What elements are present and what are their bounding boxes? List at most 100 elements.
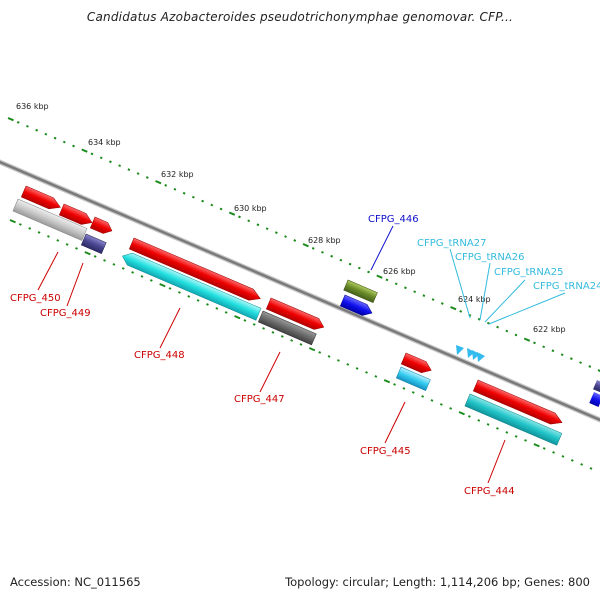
ruler-minor-tick [149, 279, 153, 282]
ruler-major-tick [308, 347, 316, 352]
ruler-tick-labels: 636 kbp 634 kbp 632 kbp 630 kbp 628 kbp … [16, 102, 566, 334]
label-cfpg-444[interactable]: CFPG_444 [464, 486, 515, 497]
gene-blue-arrow[interactable] [339, 294, 374, 319]
gene-sky[interactable] [395, 366, 431, 391]
gene-red-small[interactable] [89, 216, 114, 236]
ruler-minor-tick [37, 231, 41, 234]
ruler-minor-tick [570, 459, 574, 462]
accession-text: Accession: NC_011565 [10, 575, 141, 589]
label-cfpg-trna25[interactable]: CFPG_tRNA25 [494, 267, 563, 278]
ruler-minor-tick [477, 419, 481, 422]
ruler-minor-tick [177, 291, 181, 294]
ruler-minor-tick [109, 160, 112, 164]
ruler-minor-tick [265, 227, 269, 231]
tick-label-634: 634 kbp [88, 138, 121, 147]
ruler-minor-tick [542, 345, 546, 349]
ruler-minor-tick [327, 355, 331, 358]
gene-cfpg-448[interactable] [128, 237, 262, 304]
ruler-minor-tick [551, 349, 555, 353]
tick-label-636: 636 kbp [16, 102, 49, 111]
trna-markers[interactable] [456, 345, 485, 362]
label-cfpg-445[interactable]: CFPG_445 [360, 446, 411, 457]
ruler-minor-tick [18, 223, 22, 226]
ruler-minor-tick [16, 121, 20, 124]
gene-cfpg-450[interactable] [20, 185, 62, 213]
ruler-major-tick [302, 243, 309, 248]
gene-cyan-large[interactable] [120, 250, 262, 321]
gene-cfpg-449[interactable] [58, 203, 94, 228]
label-cfpg-trna26[interactable]: CFPG_tRNA26 [455, 252, 524, 263]
ruler-minor-tick [365, 371, 368, 374]
ruler-minor-tick [35, 128, 39, 132]
gene-edge-blue[interactable] [589, 392, 600, 407]
ruler-minor-tick [112, 263, 116, 266]
gene-grey-light[interactable] [12, 198, 88, 241]
ruler-minor-tick [355, 367, 359, 370]
label-cfpg-446[interactable]: CFPG_446 [368, 214, 419, 225]
gene-features[interactable] [12, 185, 600, 446]
ruler-minor-tick [374, 375, 378, 378]
gene-teal-large[interactable] [464, 393, 563, 446]
ruler-minor-tick [348, 262, 352, 266]
label-leader-lines [37, 225, 566, 484]
ruler-minor-tick [145, 176, 149, 179]
gene-cfpg-444[interactable] [472, 379, 564, 428]
ruler-major-tick [81, 148, 88, 153]
ruler-minor-tick [579, 361, 582, 364]
gene-edge-purple[interactable] [593, 380, 600, 394]
ruler-major-tick [458, 411, 465, 416]
tick-label-632: 632 kbp [161, 170, 194, 179]
ruler-minor-tick [321, 250, 324, 254]
ruler-minor-tick [560, 353, 564, 357]
ruler-minor-tick [431, 298, 435, 301]
ruler-minor-tick [118, 164, 122, 168]
ruler-minor-tick [168, 287, 172, 290]
ruler-minor-tick [284, 235, 287, 238]
ruler-minor-tick [127, 168, 131, 171]
ruler-minor-tick [346, 363, 350, 366]
ruler-minor-tick [496, 325, 500, 329]
gene-cfpg-445[interactable] [400, 352, 433, 376]
ruler-minor-tick [44, 132, 48, 136]
ruler-minor-tick [524, 439, 527, 442]
label-cfpg-450[interactable]: CFPG_450 [10, 293, 61, 304]
label-cfpg-trna24[interactable]: CFPG_tRNA24 [533, 281, 600, 292]
ruler-minor-tick [131, 271, 135, 274]
gene-dark-grey[interactable] [257, 310, 317, 346]
ruler-minor-tick [459, 310, 463, 313]
ruler-minor-tick [173, 187, 177, 191]
ruler-minor-tick [542, 447, 546, 450]
tick-label-622: 622 kbp [533, 325, 566, 334]
ruler-minor-tick [569, 357, 573, 360]
gene-cfpg-446-box[interactable] [343, 279, 378, 304]
ruler-minor-tick [191, 195, 195, 199]
ruler-minor-tick [136, 172, 140, 175]
ruler-minor-tick [318, 351, 322, 354]
ruler-minor-tick [505, 431, 509, 434]
ruler-minor-tick [182, 191, 186, 195]
ruler-minor-tick [533, 341, 536, 345]
label-cfpg-449[interactable]: CFPG_449 [40, 308, 91, 319]
gene-purple[interactable] [80, 233, 107, 255]
ruler-minor-tick [339, 258, 343, 262]
ruler-minor-tick [75, 247, 78, 250]
ruler-minor-tick [514, 435, 518, 438]
ruler-minor-tick [422, 294, 426, 297]
ruler-major-tick [383, 379, 391, 384]
ruler-minor-tick [514, 333, 518, 337]
ruler-minor-tick [103, 259, 106, 262]
ruler-minor-tick [201, 199, 205, 203]
gene-labels[interactable]: CFPG_450 CFPG_449 CFPG_448 CFPG_447 CFPG… [10, 214, 600, 497]
label-cfpg-447[interactable]: CFPG_447 [234, 394, 285, 405]
ruler-minor-tick [385, 278, 389, 282]
label-cfpg-trna27[interactable]: CFPG_tRNA27 [417, 238, 486, 249]
ruler-minor-tick [394, 282, 398, 286]
label-cfpg-448[interactable]: CFPG_448 [134, 350, 185, 361]
ruler-minor-tick [121, 267, 125, 270]
ruler-minor-tick [262, 327, 265, 330]
ruler-major-tick [228, 211, 236, 216]
gene-cfpg-447[interactable] [265, 297, 326, 333]
ruler-major-tick [450, 306, 457, 311]
